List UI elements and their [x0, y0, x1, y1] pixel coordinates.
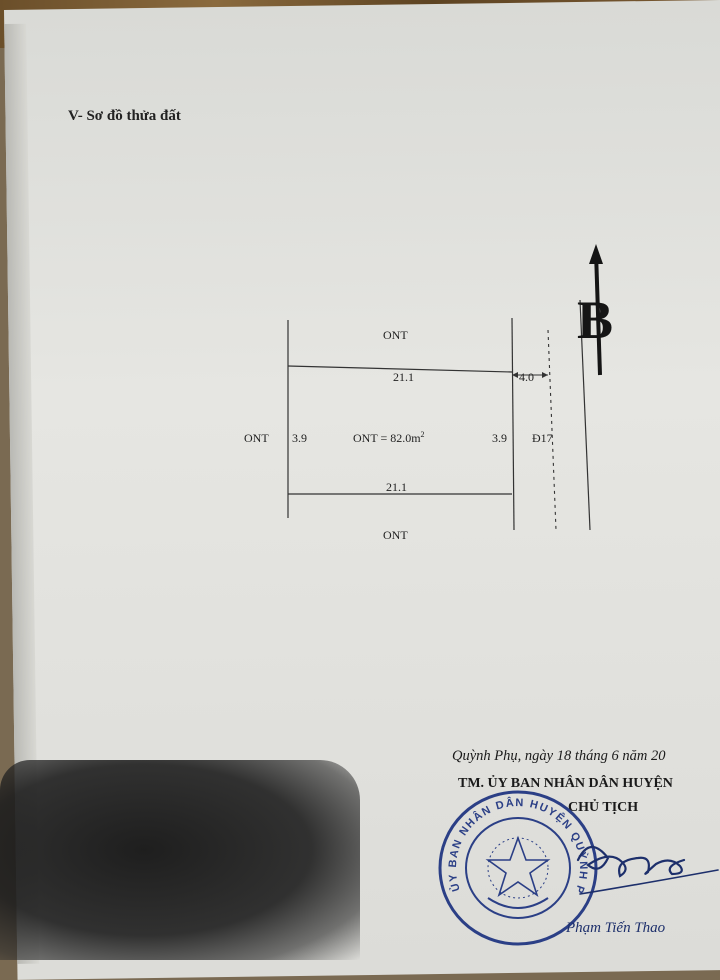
right-width-label: 3.9: [492, 431, 507, 445]
plot-diagram: ONT 21.1 4.0 ONT 3.9 ONT = 82.0m2 3.9 Đ1…: [244, 244, 613, 542]
signer-name: Phạm Tiến Thao: [566, 920, 666, 936]
north-arrow-icon: B: [577, 244, 613, 376]
road-offset-label: 4.0: [519, 370, 534, 384]
road-offset-arrow-right: [542, 372, 548, 378]
top-length-label: 21.1: [393, 370, 414, 384]
hand-shadow: [0, 760, 360, 960]
road-edge-line: [579, 299, 591, 531]
footer-date: Quỳnh Phụ, ngày 18 tháng 6 năm 20: [452, 748, 666, 764]
road-centerline: [547, 329, 557, 531]
signature-icon: [576, 845, 719, 895]
area-superscript: 2: [421, 430, 425, 439]
area-text: ONT = 82.0m: [353, 431, 421, 445]
footer-organization: TM. ỦY BAN NHÂN DÂN HUYỆN: [458, 776, 673, 791]
north-letter: B: [577, 290, 613, 350]
road-name-label: Đ17: [532, 431, 553, 445]
area-label: ONT = 82.0m2: [353, 430, 425, 445]
road-offset-arrow-left: [512, 372, 518, 378]
bottom-neighbor-label: ONT: [383, 528, 408, 542]
top-boundary-line: [287, 365, 513, 373]
left-width-label: 3.9: [292, 431, 307, 445]
right-boundary-line: [511, 317, 515, 531]
section-title: V- Sơ đồ thửa đất: [68, 108, 181, 124]
left-neighbor-label: ONT: [244, 431, 269, 445]
top-neighbor-label: ONT: [383, 328, 408, 342]
bottom-length-label: 21.1: [386, 480, 407, 494]
footer-role: CHỦ TỊCH: [568, 800, 639, 815]
